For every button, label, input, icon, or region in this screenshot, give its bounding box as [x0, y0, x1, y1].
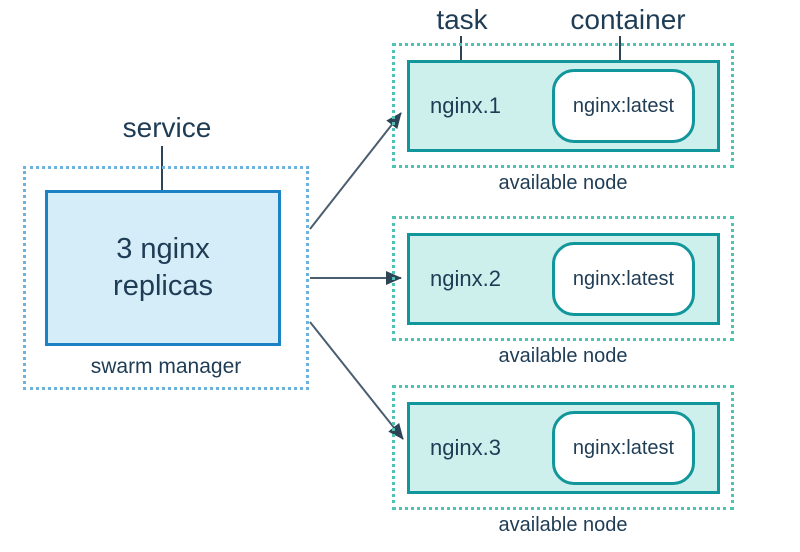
node-2-task-name: nginx.2 — [430, 266, 501, 291]
node-3-container-box: nginx:latest — [552, 411, 695, 485]
node-2-task-box: nginx.2 nginx:latest — [407, 233, 720, 325]
container-label: container — [570, 4, 686, 35]
swarm-manager-caption: swarm manager — [90, 355, 242, 378]
service-box-line1: 3 nginx — [116, 233, 210, 265]
node-2-container-box: nginx:latest — [552, 242, 695, 316]
node-1-task-name: nginx.1 — [430, 93, 501, 118]
task-label: task — [436, 4, 488, 35]
available-node-2: nginx.2 nginx:latest available node — [392, 216, 734, 368]
node-2-container-image: nginx:latest — [572, 267, 675, 290]
node-1-task-box: nginx.1 nginx:latest — [407, 60, 720, 152]
node-3-caption: available node — [498, 514, 628, 536]
available-node-3: nginx.3 nginx:latest available node — [392, 385, 734, 537]
available-node-1: nginx.1 nginx:latest available node — [392, 43, 734, 195]
node-2-caption: available node — [498, 345, 628, 367]
node-3-container-image: nginx:latest — [572, 436, 675, 459]
node-3-task-name: nginx.3 — [430, 435, 501, 460]
service-box-line2: replicas — [113, 270, 213, 302]
node-1-container-image: nginx:latest — [572, 94, 675, 117]
arrow-to-node-3 — [309, 321, 404, 440]
service-box: 3 nginx replicas — [45, 190, 281, 346]
node-1-boundary: nginx.1 nginx:latest — [392, 43, 734, 168]
node-3-task-box: nginx.3 nginx:latest — [407, 402, 720, 494]
node-1-container-box: nginx:latest — [552, 69, 695, 143]
node-2-boundary: nginx.2 nginx:latest — [392, 216, 734, 341]
node-1-caption: available node — [498, 172, 628, 194]
service-label: service — [122, 112, 212, 143]
service-pointer-line — [161, 146, 163, 230]
arrow-to-node-1 — [309, 112, 402, 230]
swarm-manager-boundary — [23, 166, 309, 390]
node-3-boundary: nginx.3 nginx:latest — [392, 385, 734, 510]
